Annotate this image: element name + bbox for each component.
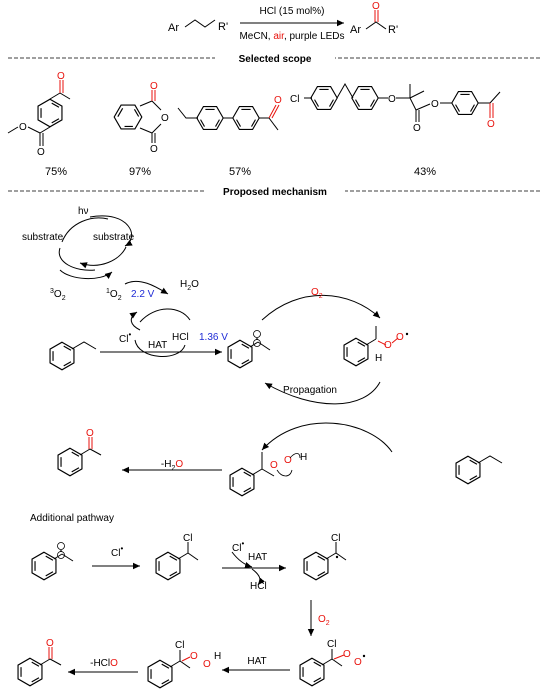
scope4-ketone-o: O — [487, 119, 495, 130]
condition-bottom: MeCN, air, purple LEDs — [239, 31, 344, 42]
section-selected-scope: Selected scope — [239, 54, 312, 65]
potential-1-36v: 1.36 V — [199, 332, 228, 343]
scope1-ether-o: O — [19, 122, 27, 133]
yield-2: 97% — [129, 166, 151, 178]
product-o: O — [372, 1, 380, 12]
scope3-ketone-o: O — [274, 95, 282, 106]
scope1-ester-o: O — [37, 147, 45, 158]
product-r: R' — [388, 24, 398, 36]
chloro-hydroperoxide-cl: Cl — [175, 640, 184, 651]
chloro-hydroperoxide-h: H — [214, 651, 221, 662]
cl-radical-3: Cl• — [232, 539, 244, 554]
hydroperoxide-h: H — [300, 452, 307, 463]
potential-2-2v: 2.2 V — [131, 289, 155, 300]
substrate-left: substrate — [22, 232, 64, 243]
scope4-cl: Cl — [290, 94, 299, 105]
scope4-ester-o: O — [431, 99, 439, 110]
scope1-ketone-o: O — [57, 71, 65, 82]
singlet-o2: 1O2 — [106, 288, 122, 302]
hydroperoxide-intermediate: O O H — [229, 452, 307, 497]
benzylic-radical-2 — [31, 542, 74, 581]
cl-radical-2: Cl• — [111, 544, 123, 559]
acetophenone-1-o: O — [86, 428, 94, 439]
scope-compound-1: O O O 75% — [7, 71, 71, 178]
propagation-label: Propagation — [283, 385, 337, 396]
acetophenone-product-2: O — [17, 638, 62, 687]
chloro-peroxyl-cl: Cl — [327, 639, 336, 650]
minus-water-label: -H2O — [161, 459, 183, 472]
propagation-cycle: O2 Propagation — [261, 287, 393, 453]
yield-1: 75% — [45, 166, 67, 178]
triplet-o2: 3O2 — [50, 288, 66, 302]
chloro-peroxyl-o1: O — [343, 649, 351, 660]
chloro-peroxyl-o2: O — [354, 657, 362, 668]
section-additional-pathway: Additional pathway — [30, 513, 114, 524]
hat-label-3: HAT — [247, 656, 266, 667]
scope2-carbonyl-o-top: O — [150, 81, 158, 92]
chloro-peroxyl-radical: Cl O O — [299, 639, 366, 687]
scope2-ring-o: O — [161, 113, 169, 124]
condition-top: HCl (15 mol%) — [259, 6, 324, 17]
scope-compound-3: O 57% — [177, 95, 282, 178]
acetophenone-product-1: O — [57, 428, 102, 477]
water-product: H2O — [180, 279, 199, 292]
cl-radical: Cl• — [119, 330, 131, 345]
chloro-cl: Cl — [183, 533, 192, 544]
scope-compound-2: O O O 97% — [110, 81, 169, 178]
peroxyl-radical: O O H — [343, 326, 409, 367]
acetophenone-2-o: O — [46, 638, 54, 649]
chloro-radical-cl: Cl — [331, 533, 340, 544]
peroxyl-h: H — [375, 353, 382, 364]
o2-label-2: O2 — [318, 614, 330, 627]
chloro-hydroperoxide-o2: O — [203, 659, 211, 670]
ethylbenzene — [49, 341, 97, 371]
hcl-label-2: HCl — [250, 581, 267, 592]
chloro-benzylic-radical: Cl — [303, 533, 347, 581]
hat-label-2: HAT — [248, 552, 267, 563]
product-ar: Ar — [350, 24, 361, 36]
substrate-right: substrate — [93, 232, 135, 243]
chloro-hydroperoxide-o1: O — [190, 651, 198, 662]
photosensitizer-cycle: hν substrate substrate 3O2 1O2 2.2 V H2O — [22, 206, 199, 302]
reactant-ar: Ar — [168, 22, 179, 34]
scope4-ester-carbonyl-o: O — [413, 123, 421, 134]
scope4-ether-o: O — [388, 94, 396, 105]
yield-4: 43% — [414, 166, 436, 178]
benzylic-radical — [227, 330, 271, 369]
scope2-carbonyl-o-bottom: O — [150, 144, 158, 155]
hv-label: hν — [78, 206, 89, 217]
chloroethylbenzene: Cl — [155, 533, 199, 581]
top-scheme: Ar R' HCl (15 mol%) MeCN, air, purple LE… — [168, 1, 398, 42]
section-proposed-mechanism: Proposed mechanism — [223, 187, 327, 198]
o2-label: O2 — [311, 287, 323, 300]
hydroperoxide-o2: O — [284, 455, 292, 466]
hcl-label: HCl — [172, 332, 189, 343]
peroxyl-o1: O — [384, 340, 392, 351]
chloro-hydroperoxide: Cl O O H — [147, 640, 221, 689]
peroxyl-o2: O — [396, 332, 404, 343]
ethylbenzene-right — [455, 455, 503, 485]
reactant-r: R' — [218, 21, 228, 33]
scope-compound-4: Cl O O O O 43% — [290, 82, 501, 178]
hat-cycle: Cl• HAT HCl 1.36 V — [119, 308, 228, 357]
yield-3: 57% — [229, 166, 251, 178]
hydroperoxide-o1: O — [270, 460, 278, 471]
hat-label: HAT — [148, 340, 167, 351]
minus-hclo-label: -HClO — [90, 658, 118, 669]
